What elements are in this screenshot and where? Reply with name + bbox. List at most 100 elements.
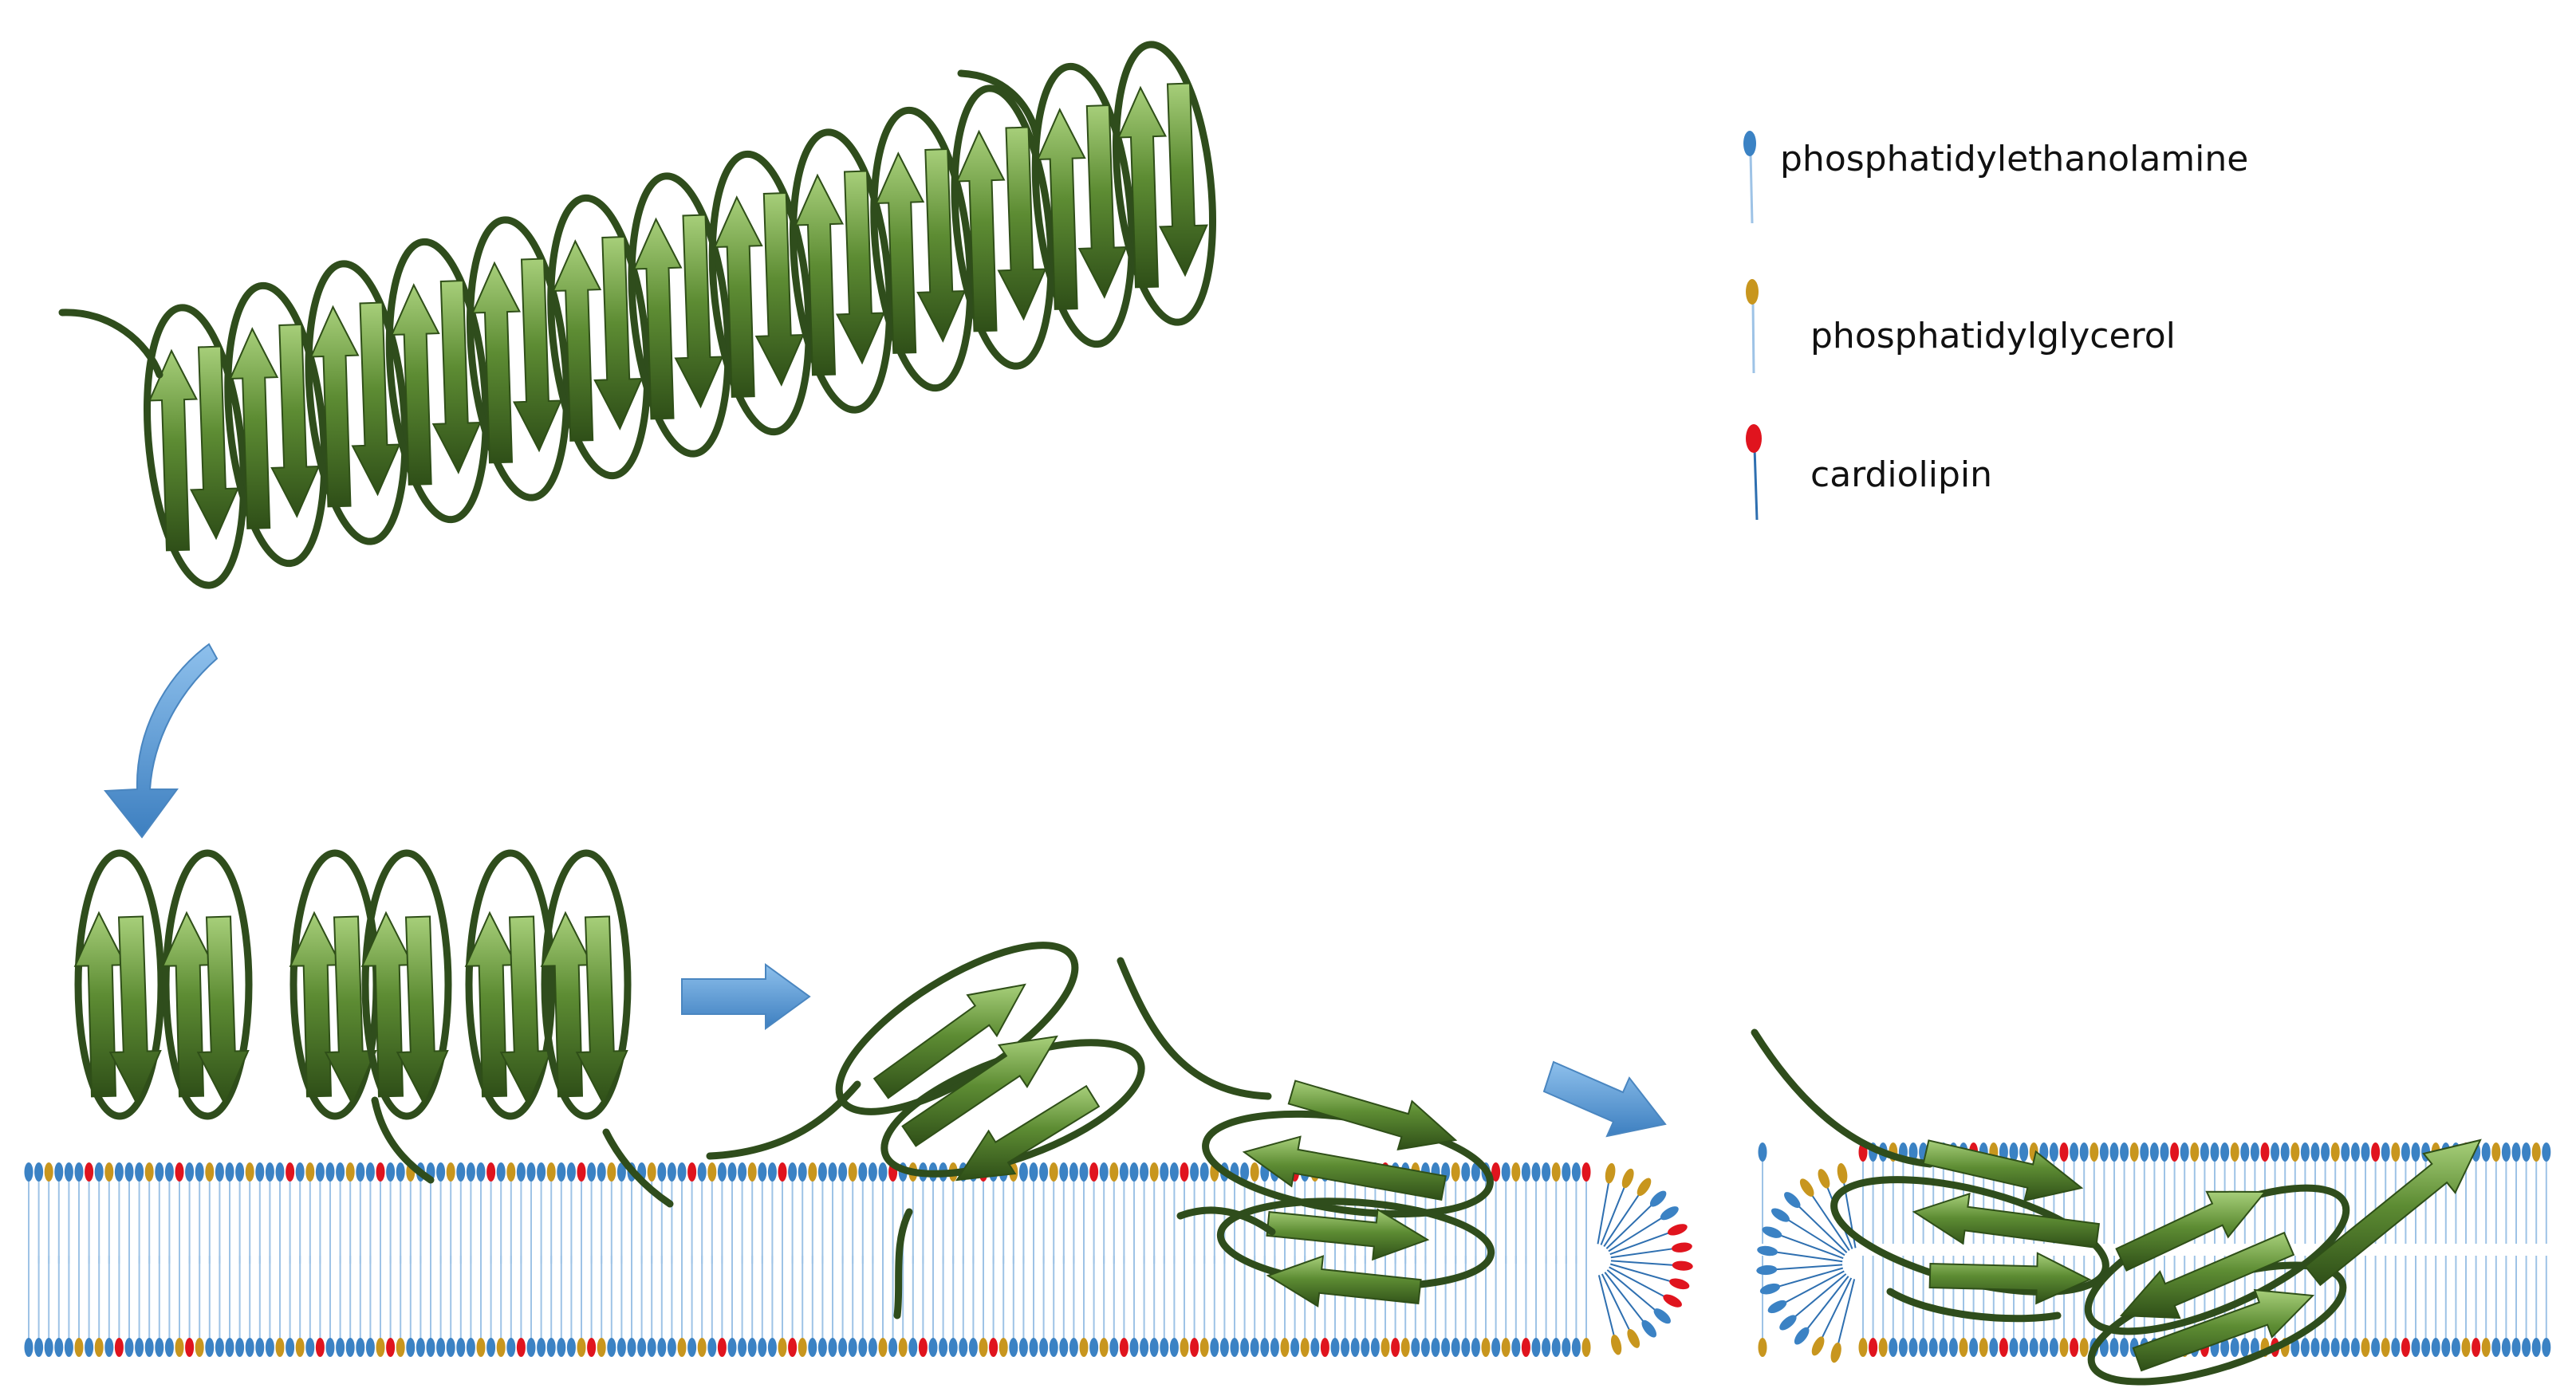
- lipid-head: [2542, 1142, 2551, 1162]
- lipid-head: [898, 1338, 908, 1357]
- lipid-head: [2120, 1142, 2129, 1162]
- lipid-tail: [1835, 1279, 1856, 1353]
- lipid-head: [205, 1162, 215, 1182]
- lipid-tail: [1787, 1273, 1847, 1323]
- lipid-head: [54, 1338, 64, 1357]
- lipid-tail: [1603, 1186, 1645, 1247]
- lipid-head: [1605, 1162, 1616, 1184]
- lipid-head: [1818, 1169, 1830, 1189]
- lipid-head: [1837, 1162, 1848, 1184]
- beta-strand: [351, 301, 401, 497]
- lipid-head: [707, 1162, 717, 1182]
- lipid-head: [717, 1162, 727, 1182]
- beta-strand: [575, 915, 628, 1107]
- lipid-head: [386, 1338, 396, 1357]
- loop: [957, 69, 1041, 140]
- lipid-head: [2371, 1338, 2381, 1357]
- lipid-head-cl-icon: [1746, 424, 1762, 453]
- lipid-head: [144, 1162, 154, 1182]
- lipid-head: [1059, 1162, 1069, 1182]
- lipid-head: [1240, 1162, 1250, 1182]
- lipid-head: [1089, 1338, 1099, 1357]
- lipid-head: [597, 1162, 606, 1182]
- lipid-head: [607, 1338, 616, 1357]
- lipid-head: [376, 1338, 385, 1357]
- lipid-head: [1830, 1342, 1841, 1363]
- lipid-head: [998, 1338, 1008, 1357]
- lipid-head: [24, 1162, 33, 1182]
- lipid-head: [868, 1338, 877, 1357]
- beta-strand: [1287, 1079, 1458, 1150]
- lipid-head: [2361, 1338, 2370, 1357]
- lipid-head: [466, 1162, 475, 1182]
- lipid-head: [1481, 1338, 1491, 1357]
- lipid-head: [286, 1162, 295, 1182]
- lipid-head: [1653, 1308, 1671, 1324]
- lipid-head: [1794, 1327, 1810, 1345]
- lipid-head: [546, 1162, 556, 1182]
- lipid-tail: [1776, 1270, 1845, 1308]
- lipid-head: [2220, 1142, 2230, 1162]
- lipid-head: [1959, 1338, 1968, 1357]
- lipid-head: [195, 1162, 204, 1182]
- lipid-head: [858, 1162, 868, 1182]
- legend-item-phosphatidylglycerol: phosphatidylglycerol: [1746, 279, 2176, 374]
- lipid-head: [85, 1338, 94, 1357]
- beta-strand: [632, 217, 683, 420]
- lipid-head: [767, 1338, 777, 1357]
- lipid-head: [1099, 1338, 1109, 1357]
- legend-label: phosphatidylglycerol: [1810, 316, 2176, 356]
- lipid-head: [1501, 1162, 1511, 1182]
- lipid-head: [1989, 1338, 1999, 1357]
- lipid-tail: [1597, 1173, 1612, 1245]
- lipid-head: [1079, 1338, 1089, 1357]
- beta-strand: [2304, 1138, 2482, 1287]
- beta-strand: [1036, 108, 1086, 310]
- lipid-head: [2079, 1338, 2089, 1357]
- lipid-head: [1542, 1338, 1551, 1357]
- lipid-head: [848, 1338, 857, 1357]
- lipid-head: [2240, 1338, 2250, 1357]
- lipid-head: [1129, 1162, 1139, 1182]
- lipid-head: [365, 1162, 375, 1182]
- loop: [361, 849, 452, 1120]
- lipid-head: [1039, 1338, 1049, 1357]
- lipid-head: [255, 1162, 265, 1182]
- legend-label: cardiolipin: [1810, 454, 1992, 495]
- lipid-head: [557, 1162, 566, 1182]
- lipid-head: [1009, 1338, 1018, 1357]
- lipid-head: [386, 1162, 396, 1182]
- lipid-head: [1581, 1162, 1591, 1182]
- beta-strand: [148, 348, 199, 552]
- lipid-head: [376, 1162, 385, 1182]
- lipid-head: [697, 1338, 707, 1357]
- loop: [1886, 1288, 2062, 1323]
- lipid-head: [1889, 1338, 1898, 1357]
- lipid-head: [1149, 1338, 1159, 1357]
- lipid-head: [687, 1338, 697, 1357]
- lipid-head: [2190, 1142, 2200, 1162]
- lipid-head: [295, 1162, 305, 1182]
- lipid-head: [1571, 1338, 1581, 1357]
- beta-strand: [196, 915, 250, 1107]
- lipid-head: [2321, 1338, 2330, 1357]
- lipid-head: [1551, 1162, 1561, 1182]
- lipid-head: [2401, 1142, 2410, 1162]
- lipid-head: [1029, 1162, 1038, 1182]
- lipid-head: [2542, 1338, 2551, 1357]
- lipid-head: [1099, 1162, 1109, 1182]
- lipid-head: [486, 1338, 496, 1357]
- right-arrow-1: [681, 963, 811, 1030]
- lipid-head: [577, 1338, 586, 1357]
- lipid-head: [1039, 1162, 1049, 1182]
- inserted-oligomers: [706, 942, 2482, 1386]
- lipid-head: [727, 1338, 737, 1357]
- lipid-head: [2260, 1142, 2270, 1162]
- lipid-head: [948, 1338, 958, 1357]
- lipid-head: [677, 1338, 687, 1357]
- lipid-head: [1461, 1338, 1471, 1357]
- lipid-head: [34, 1338, 44, 1357]
- lipid-head: [185, 1338, 195, 1357]
- lipid-head: [1089, 1162, 1099, 1182]
